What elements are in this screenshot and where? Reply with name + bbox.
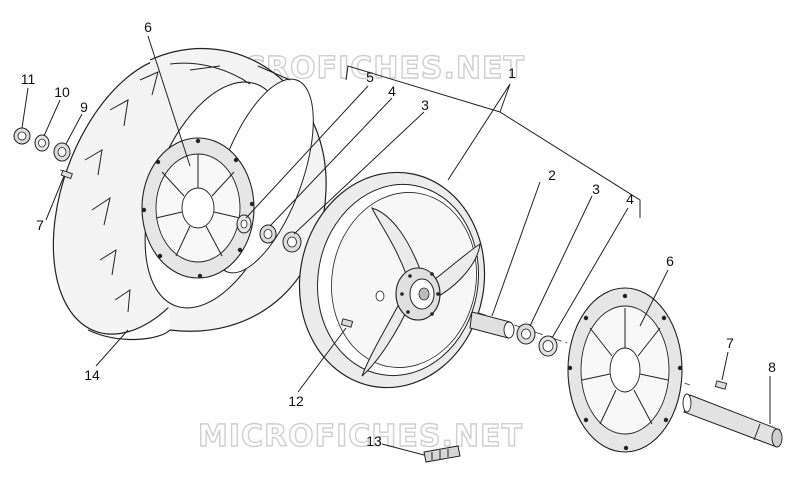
callout-10: 10 xyxy=(54,84,70,100)
balance-weight-13 xyxy=(423,445,461,463)
callout-5: 5 xyxy=(366,69,374,85)
screw-7-right xyxy=(714,380,728,390)
callout-1: 1 xyxy=(508,65,516,81)
callout-12: 12 xyxy=(288,393,304,409)
callout-3-right: 3 xyxy=(592,181,600,197)
wheel-axle-8 xyxy=(682,393,783,448)
bearing-3-right xyxy=(516,323,536,345)
brake-disc-left xyxy=(141,137,255,279)
callout-6-lower: 6 xyxy=(666,253,674,269)
callout-2: 2 xyxy=(548,167,556,183)
callout-6-upper: 6 xyxy=(144,19,152,35)
watermark-bottom: MICROFICHES.NET xyxy=(198,419,523,454)
spacer-5 xyxy=(236,214,252,234)
callout-11: 11 xyxy=(21,71,36,87)
callout-7-right: 7 xyxy=(726,335,734,351)
wheel-rim xyxy=(298,171,486,389)
callout-7-left: 7 xyxy=(36,217,44,233)
callout-14: 14 xyxy=(84,367,100,383)
callout-8: 8 xyxy=(768,359,776,375)
bracket-part-1 xyxy=(345,65,641,218)
valve-12 xyxy=(340,318,354,328)
screw-7-left xyxy=(60,169,73,180)
callouts: 11 10 9 7 6 5 4 3 1 2 3 4 6 7 8 14 12 13 xyxy=(21,19,776,449)
callout-13: 13 xyxy=(366,433,382,449)
callout-4-right: 4 xyxy=(626,191,634,207)
seal-4-right xyxy=(538,335,558,357)
seal-4-left xyxy=(259,224,277,244)
brake-disc-right xyxy=(567,287,683,453)
callout-3-upper: 3 xyxy=(421,97,429,113)
callout-9: 9 xyxy=(80,99,88,115)
bearing-3-left xyxy=(282,231,302,253)
washer-10 xyxy=(34,134,50,152)
nut-11 xyxy=(13,127,31,145)
callout-4-upper: 4 xyxy=(388,83,396,99)
leader-lines xyxy=(21,35,771,456)
hub-spacer-2 xyxy=(469,311,515,339)
spacer-9 xyxy=(53,142,71,162)
